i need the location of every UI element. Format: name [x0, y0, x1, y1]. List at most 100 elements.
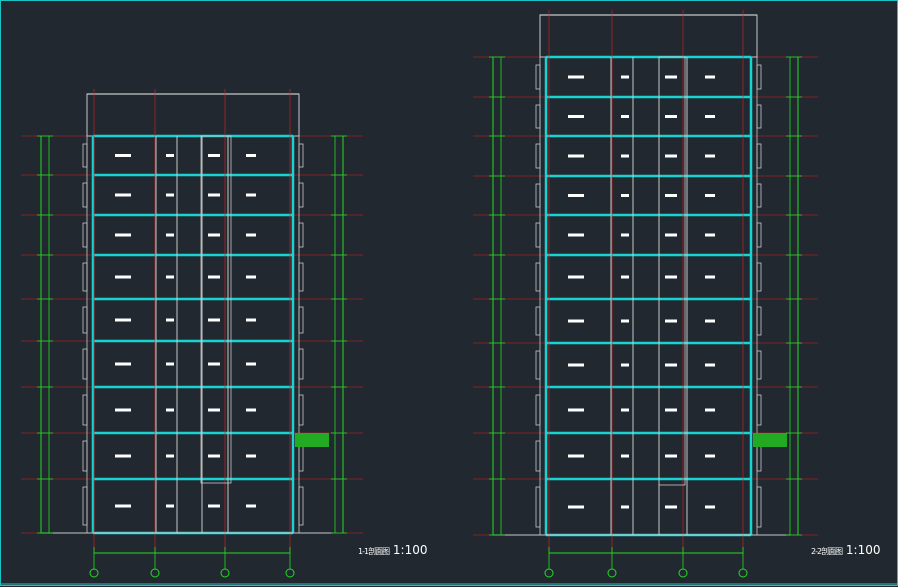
- section-2-2-left-window: [535, 394, 541, 426]
- section-1-1-window-mark: [166, 362, 174, 366]
- section-1-1-right-window: [298, 394, 304, 426]
- section-2-2-left-window: [535, 262, 541, 292]
- section-2-2-left-window: [535, 104, 541, 129]
- section-2-2-window-mark: [705, 154, 715, 158]
- section-2-2-window-mark: [705, 319, 715, 323]
- section-1-1-right-window: [298, 306, 304, 334]
- section-2-2-window-mark: [705, 233, 715, 237]
- section-1-1-window-mark: [208, 233, 220, 237]
- section-2-2-window-mark: [705, 194, 715, 197]
- section-2-2-window-mark: [665, 319, 677, 323]
- section-1-1-left-window: [82, 348, 88, 380]
- section-1-1-left-window: [82, 143, 88, 168]
- section-1-1-window-mark: [115, 408, 131, 412]
- section-1-1-window-mark: [115, 362, 131, 366]
- section-2-2-left-window: [535, 486, 541, 528]
- section-2-2-left-window: [535, 183, 541, 208]
- section-1-1-window-mark: [246, 504, 256, 508]
- section-2-2-axis-bubble: [678, 568, 688, 578]
- section-1-1-right-window: [298, 262, 304, 292]
- section-1-1-window-mark: [166, 504, 174, 508]
- section-1-1-window-mark: [115, 154, 131, 157]
- section-2-2-window-mark: [705, 275, 715, 279]
- section-2-2-right-window: [756, 486, 762, 528]
- section-2-2-window-mark: [705, 454, 715, 458]
- section-2-2-axis-bubble: [738, 568, 748, 578]
- section-2-2-window-mark: [621, 154, 629, 158]
- section-1-1-left-window: [82, 306, 88, 334]
- section-1-1-axis-bubble: [220, 568, 230, 578]
- section-2-2-window-mark: [568, 408, 584, 412]
- section-2-2-window-mark: [621, 363, 629, 367]
- section-1-1-window-mark: [166, 454, 174, 458]
- section-1-1-window-mark: [246, 233, 256, 237]
- section-1-1-left-window: [82, 262, 88, 292]
- section-1-1-window-mark: [208, 408, 220, 412]
- section-2-2-window-mark: [665, 454, 677, 458]
- section-2-2-stair-shaft: [658, 56, 686, 486]
- section-2-2-window-mark: [705, 115, 715, 118]
- section-1-1-window-mark: [166, 408, 174, 412]
- section-1-1-window-mark: [115, 318, 131, 322]
- section-1-1-window-mark: [246, 318, 256, 322]
- section-2-2-window-mark: [621, 194, 629, 197]
- section-2-2-window-mark: [568, 115, 584, 118]
- section-2-2-window-mark: [705, 363, 715, 367]
- section-1-1-window-mark: [166, 154, 174, 157]
- section-2-2-left-window: [535, 306, 541, 336]
- section-2-2-right-window: [756, 222, 762, 248]
- section-1-1-window-mark: [246, 193, 256, 197]
- section-2-2-scale: 1:100: [845, 543, 881, 557]
- section-2-2-title: 2-2剖面图 1:100: [811, 543, 881, 557]
- section-2-2-left-window: [535, 440, 541, 472]
- section-2-2-window-mark: [705, 408, 715, 412]
- section-2-2-right-window: [756, 262, 762, 292]
- section-2-2-right-window: [756, 143, 762, 169]
- section-2-2-window-mark: [621, 75, 629, 79]
- section-2-2-axis-bubble: [607, 568, 617, 578]
- section-2-2-right-window: [756, 394, 762, 426]
- section-1-1-window-mark: [208, 193, 220, 197]
- section-1-1-right-window: [298, 182, 304, 208]
- section-2-2-window-mark: [568, 275, 584, 279]
- section-2-2-window-mark: [568, 454, 584, 458]
- section-1-1-left-window: [82, 182, 88, 208]
- section-2-2-window-mark: [665, 275, 677, 279]
- section-2-2-window-mark: [568, 319, 584, 323]
- section-1-1-left-window: [82, 222, 88, 248]
- section-1-1-window-mark: [115, 193, 131, 197]
- section-2-2-left-window: [535, 64, 541, 90]
- section-1-1-window-mark: [246, 275, 256, 279]
- section-2-2-window-mark: [665, 194, 677, 197]
- section-2-2-window-mark: [665, 154, 677, 158]
- section-1-1-window-mark: [115, 504, 131, 508]
- section-2-2-window-mark: [621, 115, 629, 118]
- section-2-2-window-mark: [665, 363, 677, 367]
- section-1-1-window-mark: [246, 408, 256, 412]
- section-2-2-window-mark: [568, 154, 584, 158]
- section-1-1-window-mark: [208, 154, 220, 157]
- section-1-1-window-mark: [115, 454, 131, 458]
- section-2-2-window-mark: [568, 505, 584, 509]
- section-1-1-canopy-hatch: [295, 433, 329, 447]
- section-1-1-window-mark: [166, 233, 174, 237]
- section-2-2-right-window: [756, 350, 762, 380]
- section-2-2-left-window: [535, 222, 541, 248]
- section-1-1-window-mark: [208, 454, 220, 458]
- section-2-2-right-window: [756, 306, 762, 336]
- section-2-2-canopy-hatch: [753, 433, 787, 447]
- section-2-2-window-mark: [705, 505, 715, 509]
- section-1-1-window-mark: [208, 504, 220, 508]
- section-2-2-roof-parapet: [539, 14, 758, 58]
- section-1-1-left-window: [82, 394, 88, 426]
- section-2-2-window-mark: [621, 319, 629, 323]
- section-1-1-left-window: [82, 440, 88, 472]
- section-1-1-axis-bubble: [150, 568, 160, 578]
- section-2-2-window-mark: [621, 505, 629, 509]
- section-1-1-window-mark: [208, 318, 220, 322]
- section-1-1-name: 1-1剖面图: [358, 547, 390, 556]
- section-2-2-window-mark: [568, 194, 584, 197]
- section-2-2-window-mark: [568, 363, 584, 367]
- section-2-2-window-mark: [621, 275, 629, 279]
